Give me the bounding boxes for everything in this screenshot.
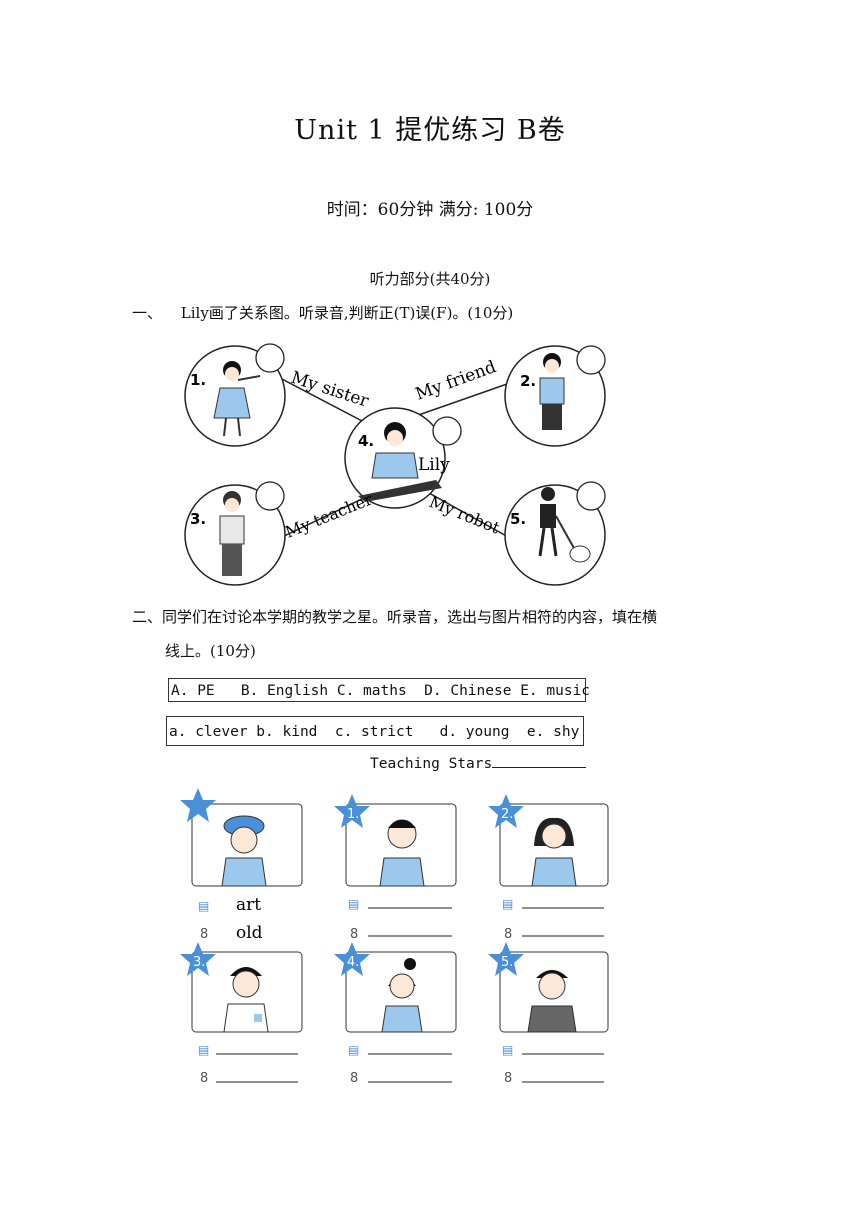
girl-book-portrait-icon <box>381 958 423 1033</box>
q2-text: 二、同学们在讨论本学期的教学之星。听录音，选出与图片相符的内容，填在横 <box>132 605 657 629</box>
book-icon: ▤ <box>198 899 209 913</box>
answer-circle-4[interactable] <box>432 416 462 446</box>
teaching-stars-blank[interactable] <box>492 755 587 768</box>
card-number-5: 5. <box>501 955 513 970</box>
item-number-3: 3. <box>190 510 206 528</box>
page-title: Unit 1 提优练习 B卷 <box>294 115 566 146</box>
example-subject: art <box>236 895 261 915</box>
example-trait: old <box>236 923 263 943</box>
line-robot <box>419 487 511 539</box>
q2-prompt-line1: 同学们在讨论本学期的教学之星。听录音，选出与图片相符的内容，填在横 <box>162 608 658 626</box>
answer-circle-5[interactable] <box>576 481 606 511</box>
card-number-3: 3. <box>193 955 205 970</box>
label-my-sister: My sister <box>288 368 371 412</box>
section-heading: 听力部分(共40分) <box>369 270 491 288</box>
book-icon: ▤ <box>502 1043 513 1057</box>
item-number-4: 4. <box>358 432 374 450</box>
label-my-robot: My robot <box>427 492 503 538</box>
subject-options-box: A. PE B. English C. maths D. Chinese E. … <box>168 678 590 702</box>
card-example: ▤ art 8 old <box>180 788 303 943</box>
boy-friend-icon <box>539 353 565 430</box>
robot-vacuum-icon <box>538 487 591 563</box>
man-shirt-portrait-icon <box>223 967 269 1033</box>
lily-writing-icon <box>358 422 442 502</box>
answer-circle-2[interactable] <box>576 345 606 375</box>
person-icon: 8 <box>504 927 512 942</box>
label-my-friend: My friend <box>413 357 499 405</box>
answer-circle-3[interactable] <box>255 481 285 511</box>
trait-options-box: a. clever b. kind c. strict d. young e. … <box>166 716 584 746</box>
person-icon: 8 <box>504 1071 512 1086</box>
book-icon: ▤ <box>198 1043 209 1057</box>
young-man-sweater-portrait-icon <box>527 970 577 1033</box>
card-number-4: 4. <box>347 955 359 970</box>
teaching-stars-heading: Teaching Stars <box>370 755 587 772</box>
line-friend <box>409 382 511 419</box>
book-icon: ▤ <box>502 897 513 911</box>
item-number-5: 5. <box>510 510 526 528</box>
young-man-glasses-portrait-icon <box>379 819 425 887</box>
person-icon: 8 <box>200 1071 208 1086</box>
q2-prompt-line2: 线上。(10分) <box>165 642 256 660</box>
answer-circle-1[interactable] <box>255 343 285 373</box>
label-my-teacher: My teacher <box>282 489 375 541</box>
teaching-stars-label: Teaching Stars <box>370 756 493 772</box>
book-icon: ▤ <box>348 897 359 911</box>
old-teacher-portrait-icon <box>221 815 267 887</box>
item-number-2: 2. <box>520 372 536 390</box>
person-icon: 8 <box>350 927 358 942</box>
q1-prompt: Lily画了关系图。听录音,判断正(T)误(F)。(10分) <box>180 304 514 322</box>
card-2: 2. ▤ 8 <box>488 794 609 942</box>
q2-number: 二、 <box>132 608 163 626</box>
card-5: 5. ▤ 8 <box>488 942 609 1086</box>
q1-number: 一、 <box>132 304 163 322</box>
teaching-stars-grid: ▤ art 8 old 1. ▤ 8 2. ▤ 8 <box>180 788 609 1086</box>
person-icon: 8 <box>200 927 208 942</box>
book-icon: ▤ <box>348 1043 359 1057</box>
relationship-diagram: 1. 2. 4. Lily 3. 5. <box>184 343 606 586</box>
card-number-1: 1. <box>347 807 359 822</box>
woman-book-portrait-icon <box>531 817 577 887</box>
item-number-1: 1. <box>190 371 206 389</box>
person-icon: 8 <box>350 1071 358 1086</box>
q1-text: 一、 Lily画了关系图。听录音,判断正(T)误(F)。(10分) <box>132 301 513 325</box>
card-3: 3. ▤ 8 <box>180 942 303 1086</box>
card-4: 4. ▤ 8 <box>334 942 457 1086</box>
card-1: 1. ▤ 8 <box>334 794 457 942</box>
center-label-lily: Lily <box>418 455 450 475</box>
exam-meta: 时间：60分钟 满分: 100分 <box>326 200 534 220</box>
teacher-man-icon <box>219 491 245 576</box>
card-number-2: 2. <box>501 807 513 822</box>
girl-violin-icon <box>213 361 261 437</box>
